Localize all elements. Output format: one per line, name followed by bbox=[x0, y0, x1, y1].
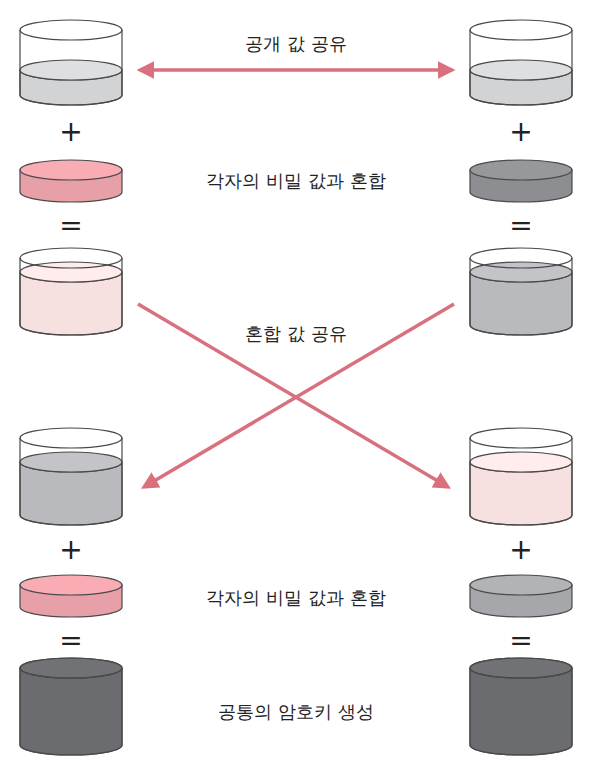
public-value-beaker bbox=[470, 20, 572, 105]
exchange-arrow bbox=[138, 304, 448, 487]
equals-sign: = bbox=[505, 623, 536, 659]
equals-sign: = bbox=[505, 208, 536, 244]
equals-sign: = bbox=[55, 623, 86, 659]
step-label: 각자의 비밀 값과 혼합 bbox=[202, 586, 389, 610]
arrow-label: 공개 값 공유 bbox=[241, 32, 350, 56]
received-value-beaker bbox=[470, 428, 572, 525]
plus-sign: + bbox=[55, 114, 86, 150]
arrow-label: 혼합 값 공유 bbox=[241, 322, 350, 346]
exchange-arrow bbox=[144, 304, 454, 487]
shared-key-beaker bbox=[470, 658, 572, 755]
received-value-beaker bbox=[20, 428, 122, 525]
step-label: 공통의 암호키 생성 bbox=[214, 700, 377, 724]
mixed-value-beaker bbox=[470, 248, 572, 335]
plus-sign: + bbox=[505, 532, 536, 568]
plus-sign: + bbox=[55, 532, 86, 568]
plus-sign: + bbox=[505, 114, 536, 150]
secret-value-disc bbox=[20, 575, 122, 617]
secret-value-disc bbox=[20, 160, 122, 202]
public-value-beaker bbox=[20, 20, 122, 105]
mixed-value-beaker bbox=[20, 248, 122, 335]
exchange-arrow bbox=[140, 68, 452, 72]
shared-key-beaker bbox=[20, 658, 122, 755]
secret-value-disc bbox=[470, 575, 572, 617]
step-label: 각자의 비밀 값과 혼합 bbox=[202, 169, 389, 193]
equals-sign: = bbox=[55, 208, 86, 244]
secret-value-disc bbox=[470, 160, 572, 202]
